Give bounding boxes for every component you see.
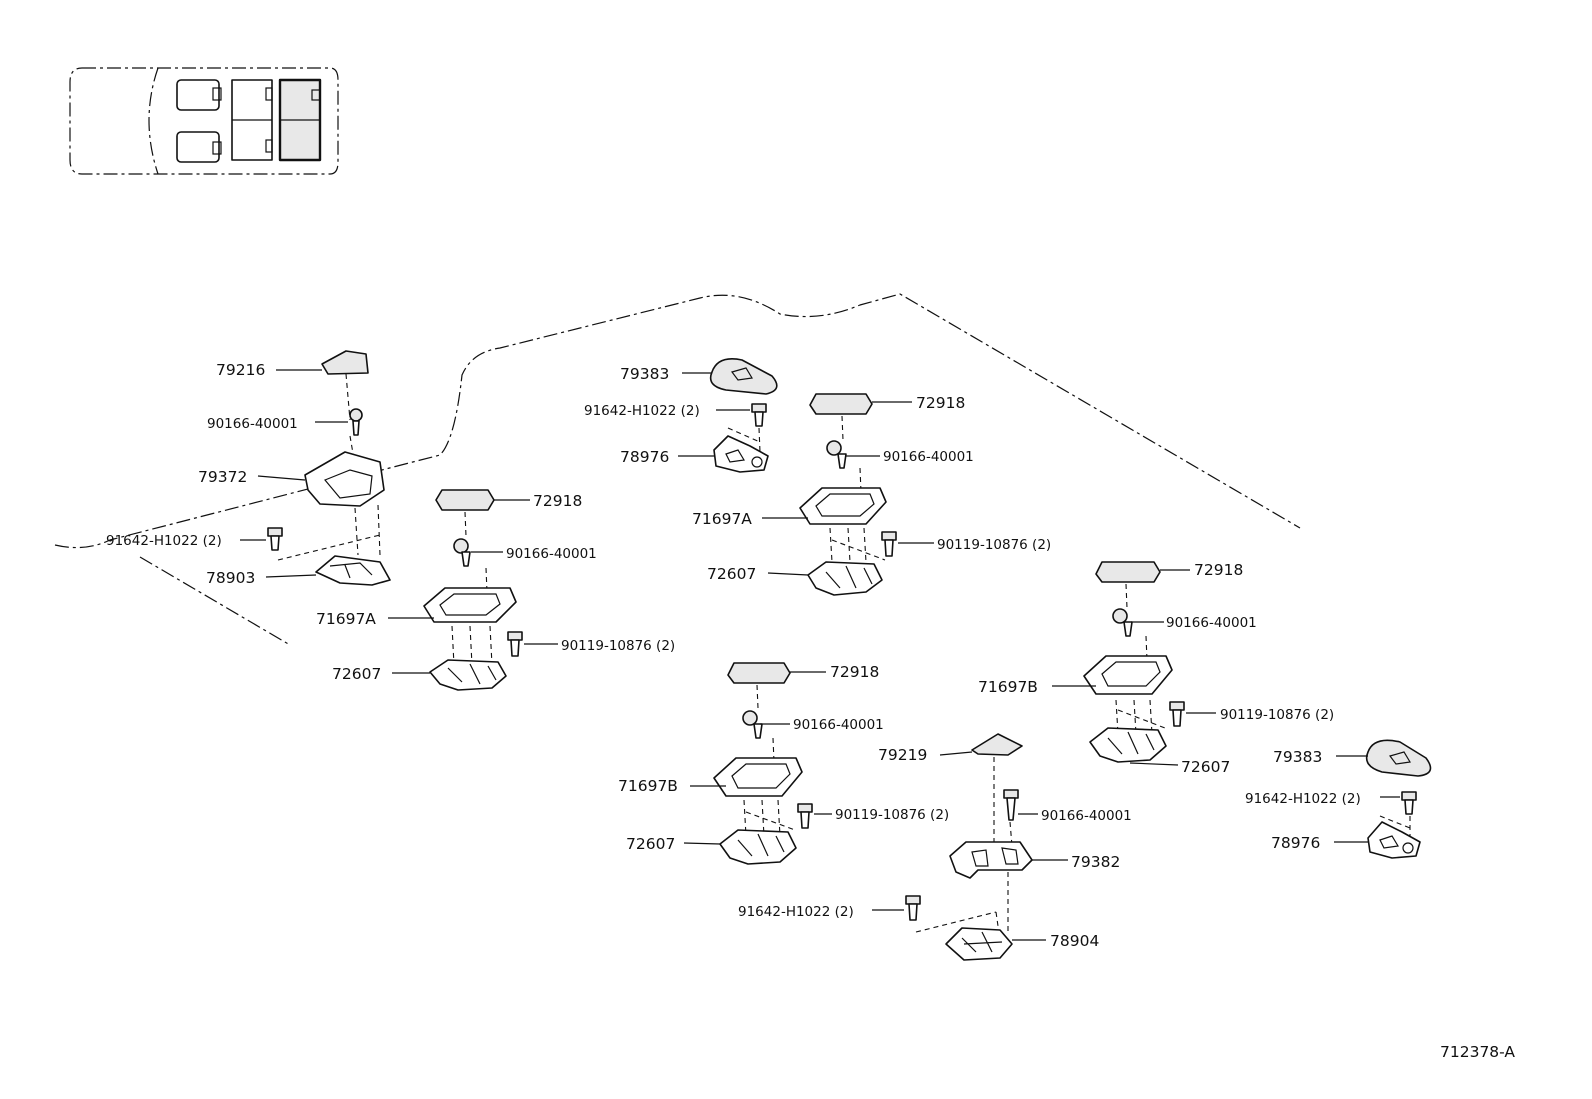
vehicle-locator-icon (69, 67, 339, 175)
callout-91642-h1022: 91642-H1022 (2) (106, 533, 222, 549)
screw-icon (1112, 608, 1133, 637)
group-71697B-lower (683, 662, 832, 865)
screw-icon (742, 710, 763, 739)
callout-71697a: 71697A (692, 510, 752, 528)
roof-outline (54, 293, 1301, 549)
callout-90166-40001: 90166-40001 (883, 449, 974, 465)
callout-72918: 72918 (830, 663, 879, 681)
callout-90166-40001: 90166-40001 (1041, 808, 1132, 824)
callout-90166-40001: 90166-40001 (793, 717, 884, 733)
callout-79383: 79383 (620, 365, 669, 383)
callout-78904: 78904 (1050, 932, 1099, 950)
callout-91642-h1022: 91642-H1022 (2) (584, 403, 700, 419)
callout-78903: 78903 (206, 569, 255, 587)
callout-72918: 72918 (533, 492, 582, 510)
callout-72918: 72918 (1194, 561, 1243, 579)
group-78976-right (1334, 739, 1432, 859)
bolt-icon (267, 527, 283, 551)
callout-71697a: 71697A (316, 610, 376, 628)
group-71697A-center (762, 393, 934, 596)
bolt-icon (751, 403, 767, 427)
callout-79219: 79219 (878, 746, 927, 764)
callout-72607: 72607 (707, 565, 756, 583)
callout-90119-10876: 90119-10876 (2) (937, 537, 1051, 553)
figure-code: 712378-A (1440, 1043, 1515, 1061)
callout-labels: 79216 90166-40001 79372 91642-H1022 (2) … (106, 361, 1515, 1061)
screw-icon (453, 538, 471, 567)
bolt-icon (507, 631, 523, 657)
group-71697A-left (388, 489, 558, 691)
callout-79216: 79216 (216, 361, 265, 379)
group-79372 (240, 350, 391, 586)
group-78976-top (678, 358, 778, 473)
callout-71697b: 71697B (978, 678, 1038, 696)
callout-91642-h1022: 91642-H1022 (2) (738, 904, 854, 920)
callout-72607: 72607 (332, 665, 381, 683)
callout-72918: 72918 (916, 394, 965, 412)
callout-72607: 72607 (1181, 758, 1230, 776)
screw-icon (1003, 789, 1019, 821)
callout-78976: 78976 (620, 448, 669, 466)
bolt-icon (905, 895, 921, 921)
callout-90166-40001: 90166-40001 (1166, 615, 1257, 631)
bolt-icon (1169, 701, 1185, 727)
screw-icon (826, 440, 847, 469)
callout-90119-10876: 90119-10876 (2) (561, 638, 675, 654)
callout-90166-40001: 90166-40001 (506, 546, 597, 562)
callout-90119-10876: 90119-10876 (2) (1220, 707, 1334, 723)
bolt-icon (1401, 791, 1417, 815)
roof-edge (139, 556, 291, 646)
callout-78976: 78976 (1271, 834, 1320, 852)
callout-79382: 79382 (1071, 853, 1120, 871)
bolt-icon (797, 803, 813, 829)
callout-71697b: 71697B (618, 777, 678, 795)
callout-79372: 79372 (198, 468, 247, 486)
callout-90119-10876: 90119-10876 (2) (835, 807, 949, 823)
callout-90166-40001: 90166-40001 (207, 416, 298, 432)
callout-91642-h1022: 91642-H1022 (2) (1245, 791, 1361, 807)
screw-icon (349, 408, 363, 436)
bolt-icon (881, 531, 897, 557)
group-79382 (872, 733, 1068, 961)
callout-72607: 72607 (626, 835, 675, 853)
group-71697B-right (1052, 561, 1216, 766)
callout-79383: 79383 (1273, 748, 1322, 766)
